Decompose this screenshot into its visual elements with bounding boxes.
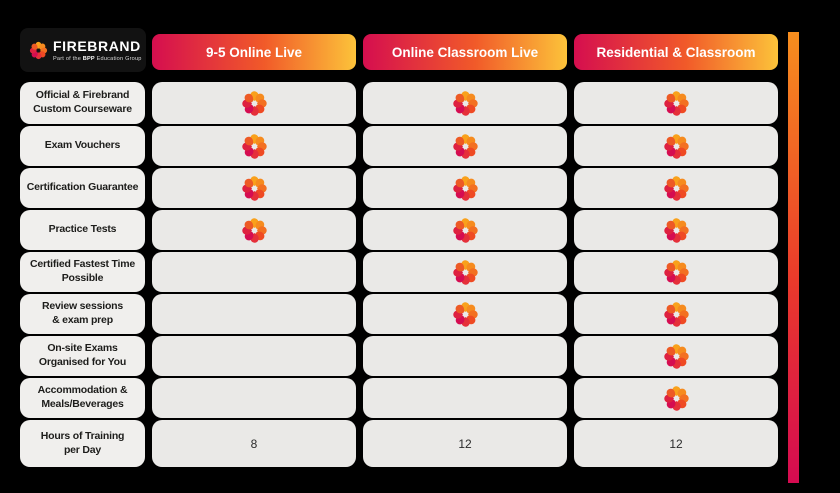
row-label: Certification Guarantee: [20, 168, 145, 208]
feature-cell-empty: [363, 378, 567, 418]
row-label: Hours of Training per Day: [20, 420, 145, 467]
row-label: Review sessions & exam prep: [20, 294, 145, 334]
flame-icon: [663, 259, 689, 285]
flame-icon: [241, 133, 267, 159]
firebrand-flame-icon: [29, 41, 48, 59]
feature-cell-empty: [152, 294, 356, 334]
flame-icon: [663, 133, 689, 159]
brand-logo: FIREBRAND Part of the BPP Education Grou…: [20, 28, 146, 72]
flame-icon: [452, 133, 478, 159]
feature-cell-included: [363, 82, 567, 124]
feature-cell-empty: [152, 378, 356, 418]
flame-icon: [663, 175, 689, 201]
value-text: 8: [250, 436, 258, 451]
row-label: On-site Exams Organised for You: [20, 336, 145, 376]
column-header-online-classroom-live: Online Classroom Live: [363, 34, 567, 70]
feature-cell-included: [574, 168, 778, 208]
flame-icon: [452, 217, 478, 243]
feature-cell-included: [574, 126, 778, 166]
feature-cell-included: [574, 252, 778, 292]
flame-icon: [241, 90, 267, 116]
feature-cell-included: [152, 168, 356, 208]
flame-icon: [663, 90, 689, 116]
feature-cell-included: [363, 126, 567, 166]
column-header-residential-classroom: Residential & Classroom: [574, 34, 778, 70]
feature-cell-included: [574, 378, 778, 418]
row-label: Exam Vouchers: [20, 126, 145, 166]
value-cell: 12: [574, 420, 778, 467]
accent-bar: [788, 32, 799, 483]
value-cell: 8: [152, 420, 356, 467]
value-text: 12: [669, 436, 683, 451]
value-cell: 12: [363, 420, 567, 467]
feature-cell-included: [363, 168, 567, 208]
flame-icon: [452, 301, 478, 327]
flame-icon: [452, 259, 478, 285]
brand-tagline: Part of the BPP Education Group: [53, 56, 142, 62]
tagline-bpp: BPP: [82, 55, 95, 62]
feature-cell-included: [574, 82, 778, 124]
feature-cell-included: [363, 210, 567, 250]
feature-cell-included: [152, 210, 356, 250]
feature-cell-included: [152, 82, 356, 124]
feature-cell-empty: [152, 252, 356, 292]
row-label: Certified Fastest Time Possible: [20, 252, 145, 292]
feature-cell-included: [574, 336, 778, 376]
feature-cell-empty: [363, 336, 567, 376]
value-text: 12: [458, 436, 472, 451]
flame-icon: [241, 217, 267, 243]
flame-icon: [663, 301, 689, 327]
brand-text: FIREBRAND Part of the BPP Education Grou…: [53, 37, 142, 62]
flame-icon: [241, 175, 267, 201]
row-label: Practice Tests: [20, 210, 145, 250]
feature-cell-included: [363, 252, 567, 292]
feature-cell-included: [574, 210, 778, 250]
comparison-grid: Official & Firebrand Custom Courseware E…: [20, 82, 778, 467]
feature-cell-included: [152, 126, 356, 166]
flame-icon: [663, 217, 689, 243]
feature-cell-included: [363, 294, 567, 334]
flame-icon: [663, 385, 689, 411]
column-headers: 9-5 Online Live Online Classroom Live Re…: [152, 34, 778, 70]
row-label: Accommodation & Meals/Beverages: [20, 378, 145, 418]
flame-icon: [452, 175, 478, 201]
flame-icon: [663, 343, 689, 369]
brand-name: FIREBRAND: [53, 37, 141, 54]
feature-cell-included: [574, 294, 778, 334]
tagline-suffix: Education Group: [94, 55, 142, 62]
column-header-9-5-online-live: 9-5 Online Live: [152, 34, 356, 70]
flame-icon: [452, 90, 478, 116]
row-label: Official & Firebrand Custom Courseware: [20, 82, 145, 124]
feature-cell-empty: [152, 336, 356, 376]
tagline-prefix: Part of the: [53, 55, 83, 62]
